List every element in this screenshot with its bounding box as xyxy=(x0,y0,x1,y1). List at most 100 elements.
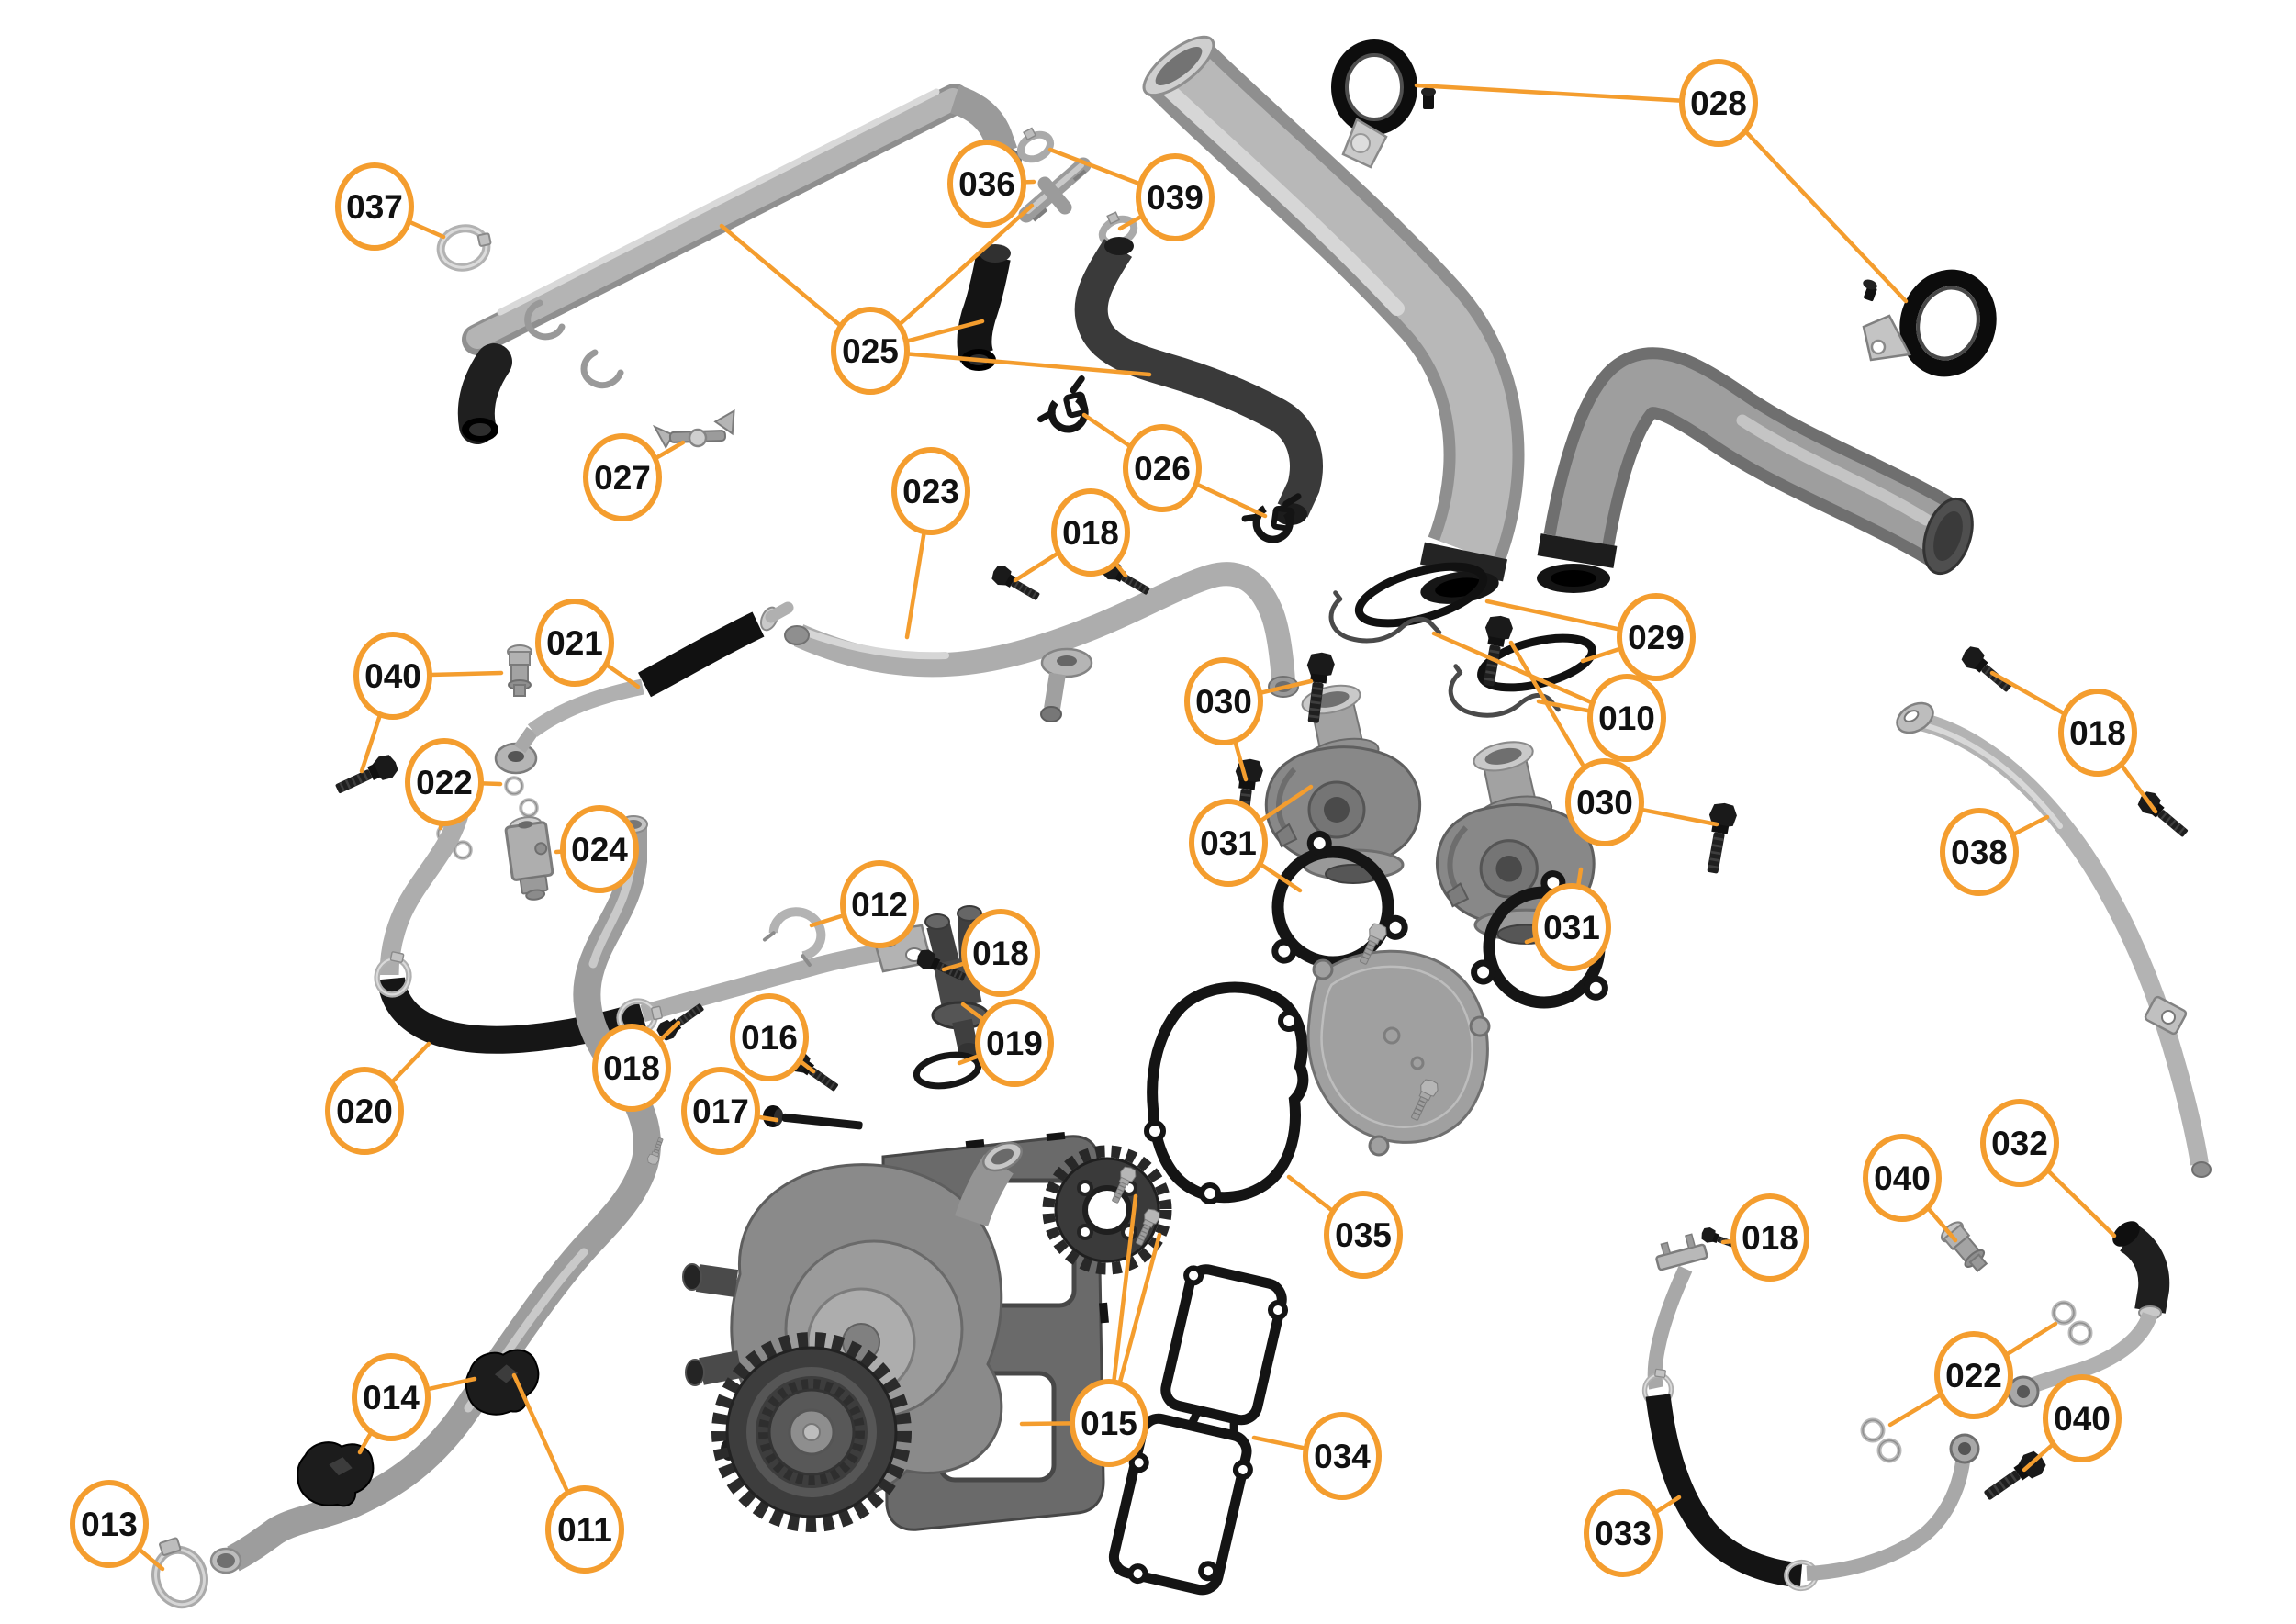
o-ring-029-a xyxy=(1354,562,1488,628)
callout-011[interactable]: 011 xyxy=(545,1485,624,1574)
seal-ring-022-b1 xyxy=(2054,1303,2074,1323)
svg-text:037: 037 xyxy=(346,188,403,226)
callout-017[interactable]: 017 xyxy=(681,1067,760,1155)
bypass-pipe-011 xyxy=(209,815,666,1574)
manifold-gasket-034 xyxy=(1108,1264,1289,1596)
strap-clamp-028 xyxy=(1862,269,1997,377)
svg-text:031: 031 xyxy=(1543,909,1600,946)
hose-clamp-026-a xyxy=(1034,379,1093,436)
svg-text:023: 023 xyxy=(902,473,959,510)
seal-ring-022-b3 xyxy=(1863,1420,1883,1440)
hose-clamp-037 xyxy=(436,224,492,272)
svg-text:017: 017 xyxy=(692,1092,749,1130)
banjo-bolt-040-a xyxy=(507,644,532,697)
svg-text:036: 036 xyxy=(958,165,1015,203)
callout-033[interactable]: 033 xyxy=(1584,1489,1663,1577)
oil-return-hose-020 xyxy=(374,811,933,1054)
seal-ring-022-a4 xyxy=(454,842,471,858)
callout-025[interactable]: 025 xyxy=(831,307,910,395)
callout-034[interactable]: 034 xyxy=(1303,1412,1382,1500)
pipe-clamp-028 xyxy=(1331,39,1436,169)
callout-024[interactable]: 024 xyxy=(560,805,639,893)
callout-018-4[interactable]: 018 xyxy=(592,1024,671,1112)
callout-028[interactable]: 028 xyxy=(1679,59,1758,147)
callout-012[interactable]: 012 xyxy=(840,860,919,948)
callout-018-1[interactable]: 018 xyxy=(1051,488,1130,577)
svg-text:015: 015 xyxy=(1081,1405,1137,1442)
svg-text:018: 018 xyxy=(1062,514,1119,552)
callout-037[interactable]: 037 xyxy=(335,162,414,251)
callout-030-1[interactable]: 030 xyxy=(1184,657,1263,745)
heater-pipe-long xyxy=(462,84,1022,355)
svg-text:019: 019 xyxy=(986,1025,1043,1062)
heater-pipe-elbow-boot xyxy=(457,343,512,444)
o-ring-029-b xyxy=(1477,633,1596,692)
callout-040-1[interactable]: 040 xyxy=(353,632,432,720)
svg-text:018: 018 xyxy=(1742,1219,1798,1257)
coolant-pipe-023 xyxy=(784,562,1299,722)
callout-018-2[interactable]: 018 xyxy=(2058,689,2137,777)
seal-ring-022-b4 xyxy=(1879,1440,1899,1461)
coolant-pipe-large-right xyxy=(1537,347,1974,593)
callout-016[interactable]: 016 xyxy=(730,993,809,1081)
callout-013[interactable]: 013 xyxy=(70,1480,149,1568)
callout-027[interactable]: 027 xyxy=(583,433,662,521)
check-valve-024 xyxy=(504,816,554,901)
callout-015[interactable]: 015 xyxy=(1070,1379,1148,1467)
tee-fitting-036 xyxy=(1018,157,1092,223)
callout-035[interactable]: 035 xyxy=(1324,1191,1403,1279)
retainer-clip-027 xyxy=(652,409,735,450)
callout-032[interactable]: 032 xyxy=(1980,1099,2059,1187)
svg-text:022: 022 xyxy=(1945,1357,2002,1394)
callout-020[interactable]: 020 xyxy=(325,1067,404,1155)
callout-021[interactable]: 021 xyxy=(535,599,614,687)
svg-text:016: 016 xyxy=(741,1019,798,1057)
callout-018-5[interactable]: 018 xyxy=(1730,1193,1809,1282)
return-hose-033 xyxy=(1642,1233,1980,1590)
svg-text:034: 034 xyxy=(1314,1438,1371,1475)
svg-text:020: 020 xyxy=(336,1092,393,1130)
leader-line-028 xyxy=(1716,100,1909,304)
seal-ring-022-b2 xyxy=(2070,1323,2090,1343)
callout-026[interactable]: 026 xyxy=(1123,424,1202,512)
svg-text:026: 026 xyxy=(1134,450,1191,487)
leader-line-025 xyxy=(868,348,1152,377)
oil-feed-pipe-021 xyxy=(494,601,794,775)
callout-040-2[interactable]: 040 xyxy=(1863,1134,1942,1222)
svg-text:040: 040 xyxy=(1874,1159,1931,1197)
callout-023[interactable]: 023 xyxy=(891,447,970,535)
svg-text:018: 018 xyxy=(972,935,1029,972)
svg-text:021: 021 xyxy=(546,624,603,662)
callout-031-1[interactable]: 031 xyxy=(1189,799,1268,887)
callout-022-2[interactable]: 022 xyxy=(1934,1331,2013,1419)
callout-018-3[interactable]: 018 xyxy=(961,909,1040,997)
leader-line-028 xyxy=(1414,83,1721,106)
callout-029[interactable]: 029 xyxy=(1617,593,1696,681)
callout-040-3[interactable]: 040 xyxy=(2043,1374,2122,1462)
svg-text:027: 027 xyxy=(594,459,651,497)
callout-031-2[interactable]: 031 xyxy=(1532,883,1611,971)
callout-022-1[interactable]: 022 xyxy=(405,738,484,826)
svg-text:029: 029 xyxy=(1628,619,1685,656)
svg-text:040: 040 xyxy=(2054,1400,2111,1438)
pump-gasket-035 xyxy=(1144,981,1309,1204)
svg-text:033: 033 xyxy=(1595,1515,1652,1552)
coolant-pipe-032 xyxy=(2007,1221,2170,1408)
callout-019[interactable]: 019 xyxy=(975,999,1054,1087)
callout-036[interactable]: 036 xyxy=(947,140,1026,228)
callout-010[interactable]: 010 xyxy=(1587,674,1666,762)
o-ring-019 xyxy=(913,1051,982,1090)
water-pump-gear xyxy=(711,1332,912,1532)
svg-text:030: 030 xyxy=(1195,683,1252,721)
svg-text:032: 032 xyxy=(1991,1125,2048,1162)
svg-text:031: 031 xyxy=(1200,824,1257,862)
bolt-030-d xyxy=(1697,799,1741,877)
callout-014[interactable]: 014 xyxy=(352,1353,431,1441)
svg-text:035: 035 xyxy=(1335,1216,1392,1254)
svg-text:011: 011 xyxy=(557,1511,612,1549)
callout-030-2[interactable]: 030 xyxy=(1565,758,1644,846)
seal-ring-022-a1 xyxy=(506,778,522,794)
callout-038[interactable]: 038 xyxy=(1940,808,2019,896)
callout-039[interactable]: 039 xyxy=(1136,153,1215,241)
